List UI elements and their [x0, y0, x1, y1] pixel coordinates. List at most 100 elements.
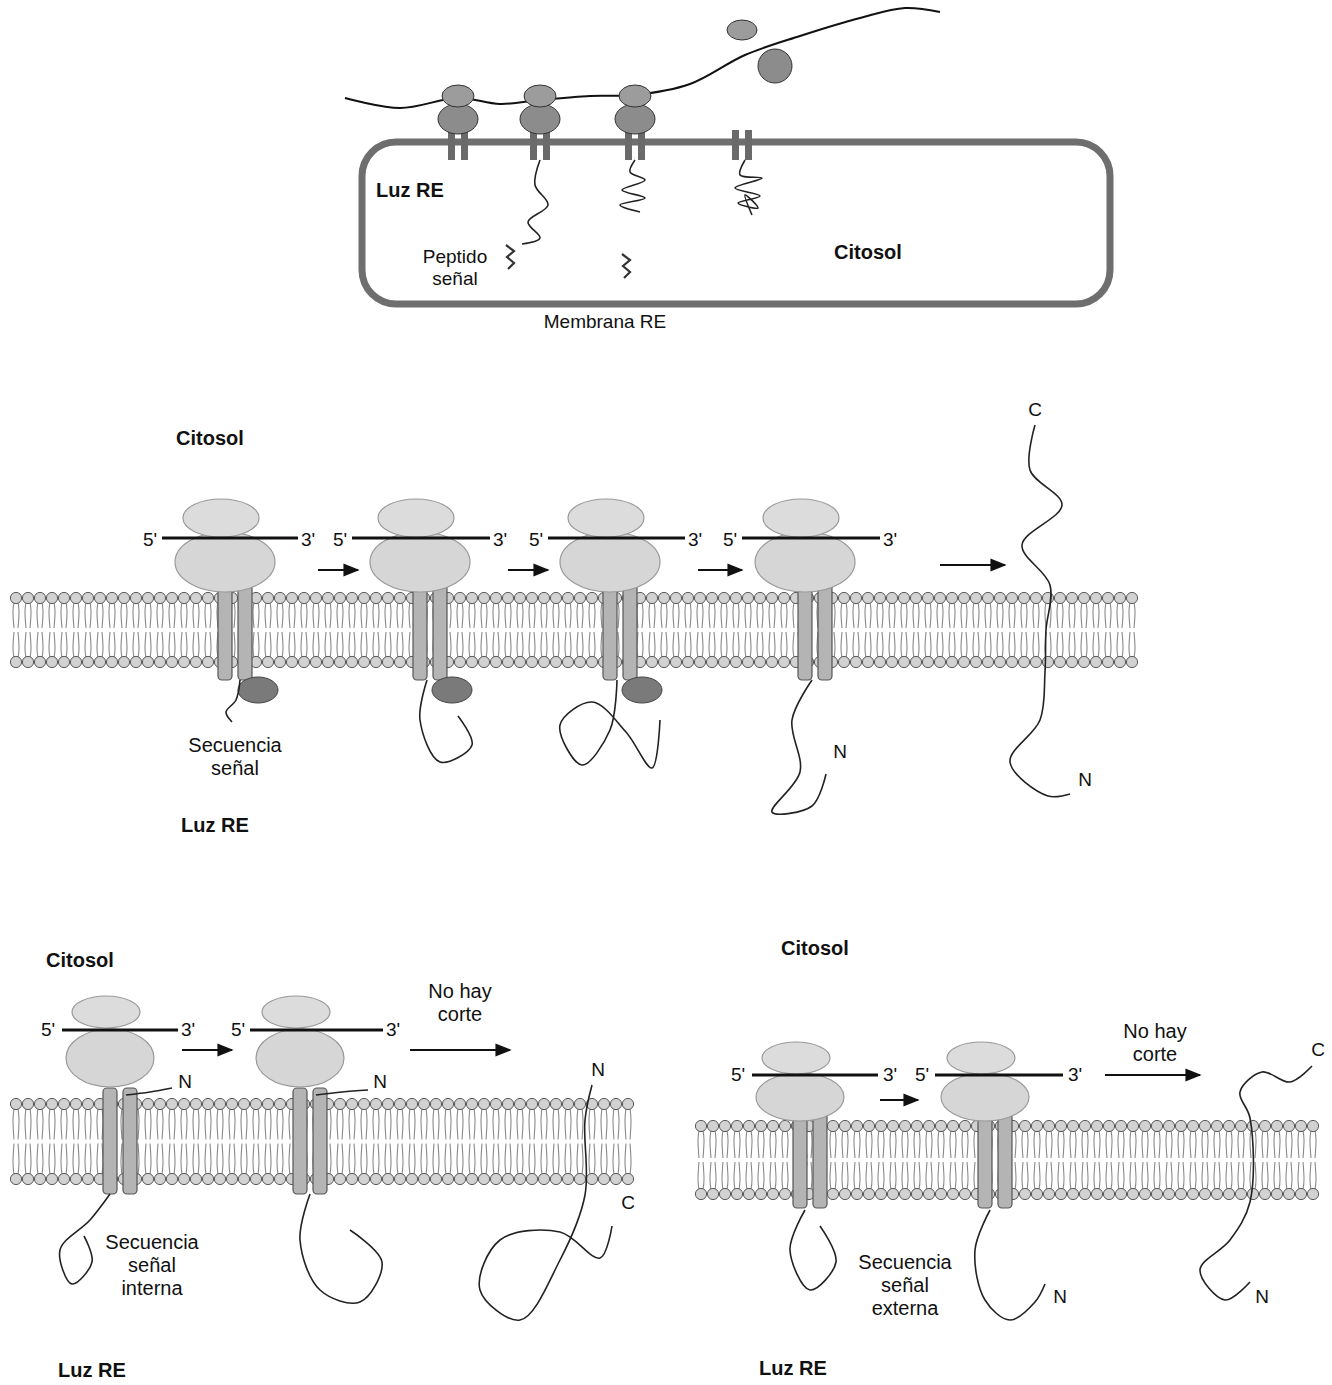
lipid-tail [210, 632, 211, 658]
lipid-tail [49, 632, 50, 658]
lipid-tail [630, 1144, 631, 1176]
step-note: No hay corte [420, 980, 500, 1026]
ribosome-large-subunit [520, 104, 560, 134]
lipid-tail [775, 1162, 776, 1190]
lipid-tail [342, 1108, 343, 1140]
lipid-head [910, 656, 921, 667]
lipid-head [514, 656, 525, 667]
lipid-head [22, 1173, 33, 1184]
lipid-tail [138, 602, 139, 628]
lipid-head [418, 1098, 429, 1109]
lipid-head [862, 656, 873, 667]
lipid-tail [337, 1144, 338, 1176]
lipid-tail [1214, 1130, 1215, 1158]
lipid-tail [1226, 1130, 1227, 1158]
lipid-tail [865, 632, 866, 658]
lipid-tail [1190, 1130, 1191, 1158]
lipid-tail [846, 602, 847, 628]
lipid-head [394, 1098, 405, 1109]
lipid-tail [914, 1130, 915, 1158]
lipid-head [514, 592, 525, 603]
lipid-head [1030, 656, 1041, 667]
step-arrow [1105, 1074, 1200, 1076]
translocon-peg [745, 130, 752, 160]
translocon-peg [638, 130, 645, 160]
lipid-tail [54, 602, 55, 628]
lipid-tail [589, 1108, 590, 1140]
lipid-tail [1026, 632, 1027, 658]
lipid-tail [1098, 602, 1099, 628]
lipid-tail [37, 632, 38, 658]
lipid-tail [318, 632, 319, 658]
lipid-head [754, 656, 765, 667]
lipid-tail [474, 1108, 475, 1140]
lipid-tail [913, 602, 914, 628]
lipid-head [142, 656, 153, 667]
lipid-head [682, 656, 693, 667]
lipid-head [82, 1173, 93, 1184]
lipid-tail [330, 1108, 331, 1140]
lipid-tail [541, 1108, 542, 1140]
translocon-peg [461, 130, 468, 160]
lipid-tail [618, 1108, 619, 1140]
lipid-head [10, 592, 21, 603]
lipid-tail [145, 632, 146, 658]
lipid-head [118, 592, 129, 603]
lipid-tail [697, 632, 698, 658]
lipid-head [1067, 1120, 1078, 1131]
lipid-tail [625, 1144, 626, 1176]
strand-end: 3' [181, 1019, 195, 1041]
lipid-tail [469, 632, 470, 658]
region-label: Citosol [46, 949, 114, 972]
strand-end: 5' [41, 1019, 55, 1041]
part-label: Secuencia señal externa [855, 1251, 955, 1320]
lipid-tail [894, 602, 895, 628]
lipid-tail [366, 632, 367, 658]
lipid-tail [709, 632, 710, 658]
mrna-strand [345, 8, 940, 108]
lipid-head [298, 592, 309, 603]
lipid-head [478, 656, 489, 667]
lipid-tail [925, 632, 926, 658]
lipid-tail [522, 1108, 523, 1140]
lipid-head [886, 656, 897, 667]
lipid-head [1043, 1188, 1054, 1199]
lipid-tail [601, 602, 602, 628]
polypeptide-chain [126, 1088, 172, 1095]
lipid-tail [1062, 632, 1063, 658]
lipid-tail [409, 1144, 410, 1176]
lipid-tail [1310, 1162, 1311, 1190]
lipid-head [731, 1188, 742, 1199]
lipid-head [22, 592, 33, 603]
lipid-tail [606, 1144, 607, 1176]
lipid-tail [1039, 1130, 1040, 1158]
lipid-tail [253, 632, 254, 658]
lipid-tail [253, 602, 254, 628]
lipid-tail [1062, 602, 1063, 628]
lipid-head [851, 1188, 862, 1199]
lipid-tail [774, 632, 775, 658]
part-label: Membrana RE [544, 311, 667, 333]
mrna-strand [742, 536, 880, 539]
lipid-tail [1238, 1162, 1239, 1190]
lipid-tail [337, 632, 338, 658]
lipid-tail [481, 632, 482, 658]
terminus-label: N [833, 741, 847, 763]
lipid-tail [570, 632, 571, 658]
lipid-tail [30, 1144, 31, 1176]
lipid-head [1055, 1120, 1066, 1131]
lipid-tail [534, 632, 535, 658]
lipid-head [742, 656, 753, 667]
lipid-head [1042, 656, 1053, 667]
lipid-tail [721, 632, 722, 658]
lipid-head [334, 1098, 345, 1109]
lipid-tail [1135, 1130, 1136, 1158]
lipid-tail [366, 602, 367, 628]
lipid-tail [714, 632, 715, 658]
lipid-tail [902, 1162, 903, 1190]
lipid-head [46, 1098, 57, 1109]
lipid-tail [162, 1108, 163, 1140]
lipid-tail [1009, 602, 1010, 628]
lipid-tail [481, 1144, 482, 1176]
lipid-tail [858, 602, 859, 628]
